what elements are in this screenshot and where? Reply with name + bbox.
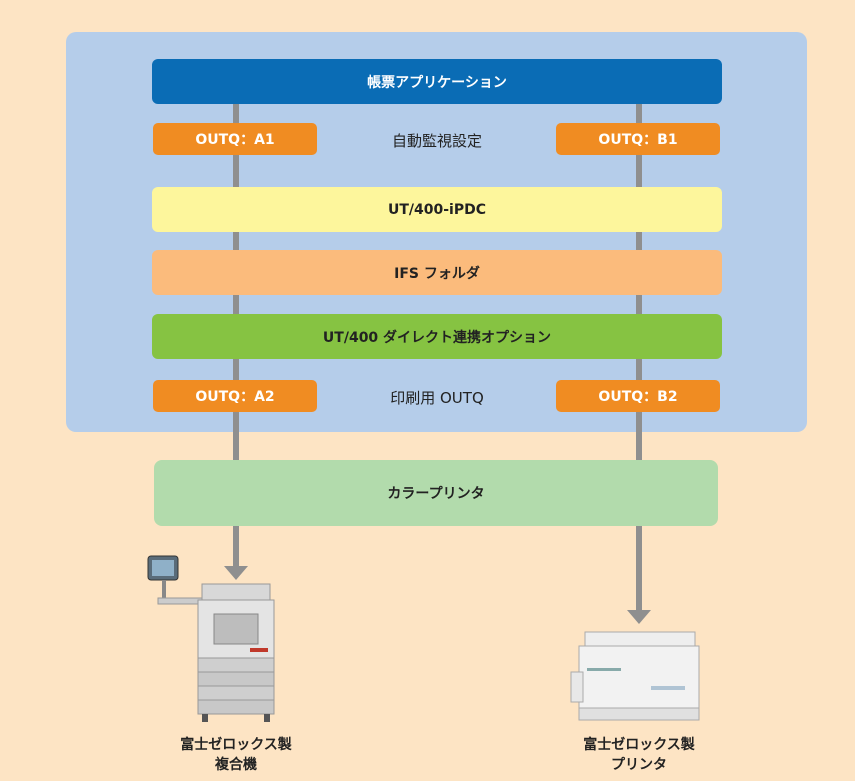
multifunction-printer-icon [140, 548, 280, 726]
application-bar: 帳票アプリケーション [152, 59, 722, 104]
monitor-setting-label: 自動監視設定 [391, 132, 482, 150]
ipdc-bar: UT/400-iPDC [152, 187, 722, 232]
outq-a1-tag: OUTQ：A1 [153, 123, 317, 155]
outq-b2-tag: OUTQ：B2 [556, 380, 720, 412]
ifs-folder-bar: IFS フォルダ [152, 250, 722, 295]
device-label-right: 富士ゼロックス製 プリンタ [539, 735, 739, 775]
device-label-left-line1: 富士ゼロックス製 [180, 737, 292, 753]
device-label-right-line2: プリンタ [611, 757, 667, 773]
color-printer-bar: カラープリンタ [154, 460, 718, 526]
device-label-right-line1: 富士ゼロックス製 [583, 737, 695, 753]
device-label-left-line2: 複合機 [215, 757, 257, 773]
outq-b1-tag: OUTQ：B1 [556, 123, 720, 155]
arrowhead-right [627, 610, 651, 624]
printer-icon [565, 628, 705, 724]
device-label-left: 富士ゼロックス製 複合機 [136, 735, 336, 775]
print-outq-label: 印刷用 OUTQ [390, 389, 484, 407]
direct-link-option-bar: UT/400 ダイレクト連携オプション [152, 314, 722, 359]
arrowhead-left [224, 566, 248, 580]
outq-a2-tag: OUTQ：A2 [153, 380, 317, 412]
